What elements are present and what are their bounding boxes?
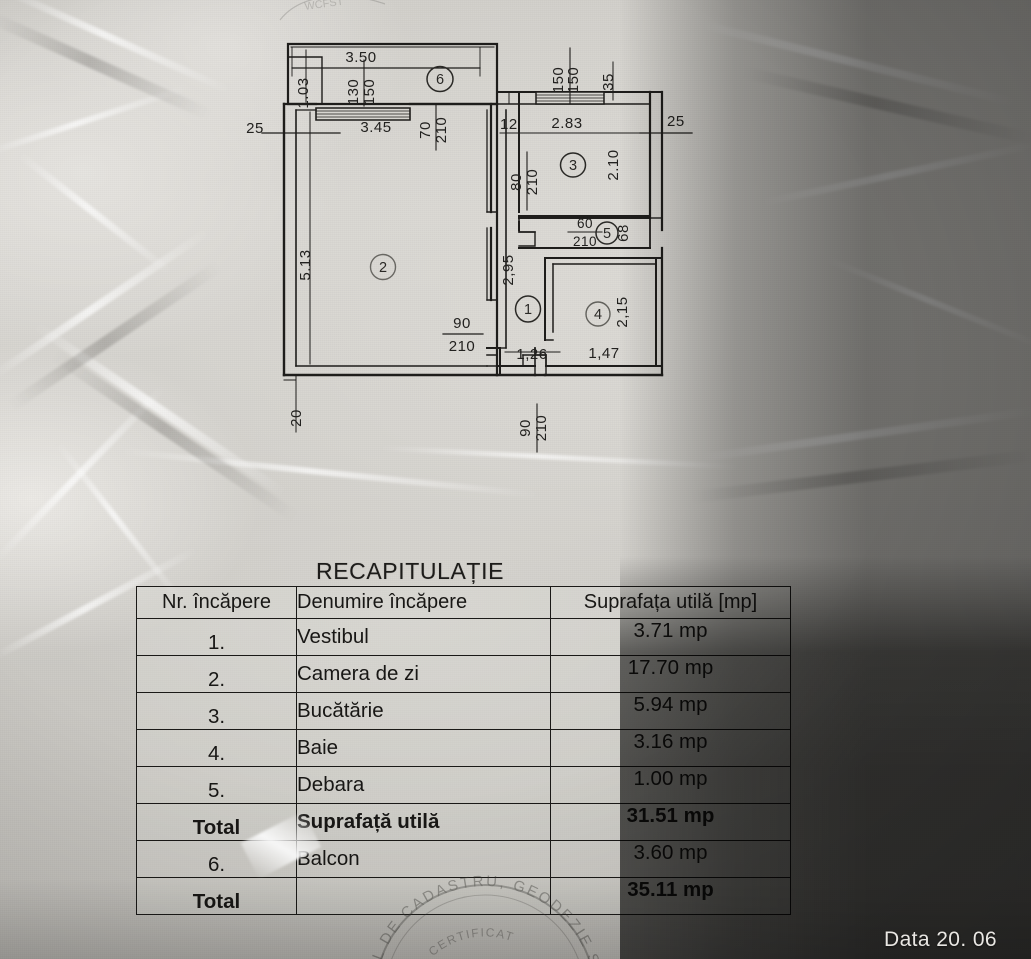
cell-area-value: 1.00 mp — [550, 766, 791, 804]
dim-balcony-window-bottom: 150 — [361, 79, 378, 106]
floor-plan-drawing: 3.50 1.03 130 150 6 25 3.45 70 210 12 15… — [246, 42, 693, 453]
dim-bath-width: 1,47 — [588, 345, 619, 362]
dim-balcony-window-top: 130 — [345, 79, 362, 106]
dim-living-height: 5.13 — [297, 249, 314, 280]
cell-room-name: Balcon — [296, 840, 551, 878]
dim-vestibul-width: 1,26 — [516, 346, 547, 363]
room-marker-5: 5 — [603, 226, 611, 242]
dim-right-25: 25 — [667, 113, 685, 130]
header-denumire: Denumire încăpere — [296, 586, 551, 619]
dim-wall-12: 12 — [500, 116, 518, 133]
recap-table: Nr. încăpere Denumire încăpere Suprafața… — [136, 586, 791, 915]
cell-area-value: 35.11 mp — [550, 877, 791, 915]
dim-living-door-bottom: 210 — [449, 338, 476, 355]
cell-room-number: 5. — [136, 766, 297, 804]
room-marker-3: 3 — [569, 158, 577, 174]
dim-vestibul-height: 2,95 — [500, 254, 517, 285]
cell-room-number: 4. — [136, 729, 297, 767]
cell-room-number: 6. — [136, 840, 297, 878]
table-header-row: Nr. încăpere Denumire încăpere Suprafața… — [136, 586, 791, 619]
dim-vestibul-door-bottom: 210 — [433, 117, 450, 144]
cell-area-value: 31.51 mp — [550, 803, 791, 841]
cell-area-value: 3.60 mp — [550, 840, 791, 878]
dim-balcony-width: 3.50 — [345, 49, 376, 66]
dim-living-door-top: 90 — [453, 315, 471, 332]
dim-wall-35: 35 — [600, 73, 617, 91]
dim-living-top-width: 3.45 — [360, 119, 391, 136]
date-label: Data 20. 06 — [884, 928, 997, 951]
cell-room-name: Debara — [296, 766, 551, 804]
dim-vestibul-door-top: 70 — [417, 121, 434, 139]
table-row: Total 35.11 mp — [136, 877, 791, 915]
dim-kitchen-door-bottom: 210 — [524, 169, 541, 196]
dim-left-25: 25 — [246, 120, 264, 137]
dim-debara-depth: 68 — [615, 224, 632, 242]
dim-entry-door-bottom: 210 — [533, 415, 550, 442]
dim-debara-door-bottom: 210 — [573, 234, 597, 249]
dim-entry-door-top: 90 — [517, 419, 534, 437]
cell-room-name: Vestibul — [296, 618, 551, 656]
cell-area-value: 3.16 mp — [550, 729, 791, 767]
cell-room-number: 2. — [136, 655, 297, 693]
cell-area-value: 17.70 mp — [550, 655, 791, 693]
dim-balcony-depth: 1.03 — [295, 77, 312, 108]
cell-room-name: Bucătărie — [296, 692, 551, 730]
header-suprafata: Suprafața utilă [mp] — [550, 586, 791, 619]
cell-room-name: Baie — [296, 729, 551, 767]
cell-room-name — [296, 877, 551, 915]
header-nr-incapere: Nr. încăpere — [136, 586, 297, 619]
room-marker-1: 1 — [524, 302, 532, 318]
cell-room-number: 1. — [136, 618, 297, 656]
room-marker-6: 6 — [436, 72, 444, 88]
dim-kitchen-window-top: 150 — [550, 67, 567, 94]
cell-room-name: Camera de zi — [296, 655, 551, 693]
dim-bottom-wall-20: 20 — [288, 409, 305, 427]
cell-area-value: 5.94 mp — [550, 692, 791, 730]
cell-room-number: Total — [136, 877, 297, 915]
dim-bath-height: 2,15 — [614, 296, 631, 327]
cell-room-name: Suprafață utilă — [296, 803, 551, 841]
room-marker-4: 4 — [594, 307, 602, 323]
cell-room-number: Total — [136, 803, 297, 841]
dim-debara-door-top: 60 — [577, 216, 593, 231]
plan-dimension-labels: 3.50 1.03 130 150 6 25 3.45 70 210 12 15… — [246, 49, 685, 442]
cell-area-value: 3.71 mp — [550, 618, 791, 656]
recap-title: RECAPITULAȚIE — [316, 558, 505, 584]
room-marker-2: 2 — [379, 260, 387, 276]
dim-kitchen-window-bottom: 150 — [565, 67, 582, 94]
cell-room-number: 3. — [136, 692, 297, 730]
dim-kitchen-top-width: 2.83 — [551, 115, 582, 132]
dim-kitchen-height: 2.10 — [605, 149, 622, 180]
dim-kitchen-door-top: 80 — [508, 173, 525, 191]
